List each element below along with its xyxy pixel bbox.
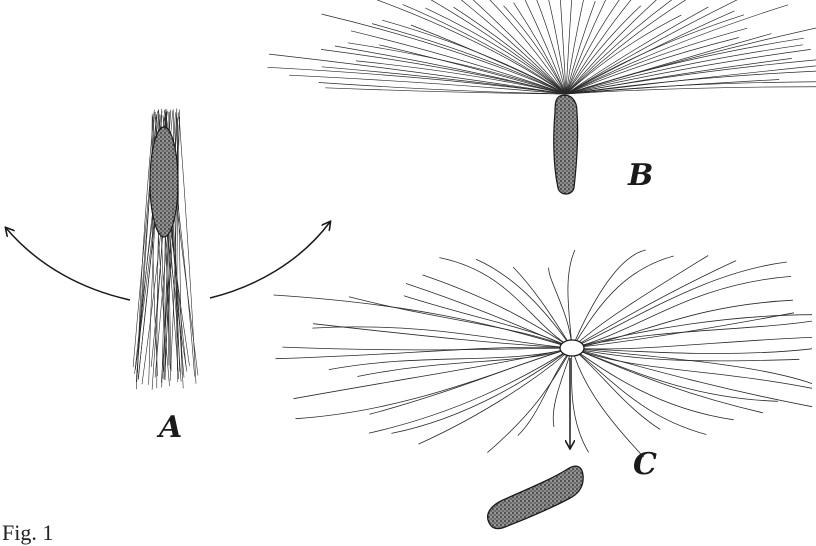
closed-pappus-bundle (6, 109, 330, 390)
seed-b (554, 95, 578, 194)
panel-label-c: C (633, 447, 657, 482)
detached-pappus-and-seed (274, 250, 812, 529)
open-pappus-with-seed (268, 0, 816, 194)
right-spread-arrow (210, 222, 330, 298)
panel-label-b: B (628, 158, 653, 193)
panel-label-a: A (159, 410, 182, 445)
left-spread-arrow (6, 228, 130, 300)
seed-c (488, 466, 584, 528)
seed-a (150, 127, 178, 237)
pappus-center (560, 340, 584, 356)
figure-caption: Fig. 1 (2, 520, 53, 546)
